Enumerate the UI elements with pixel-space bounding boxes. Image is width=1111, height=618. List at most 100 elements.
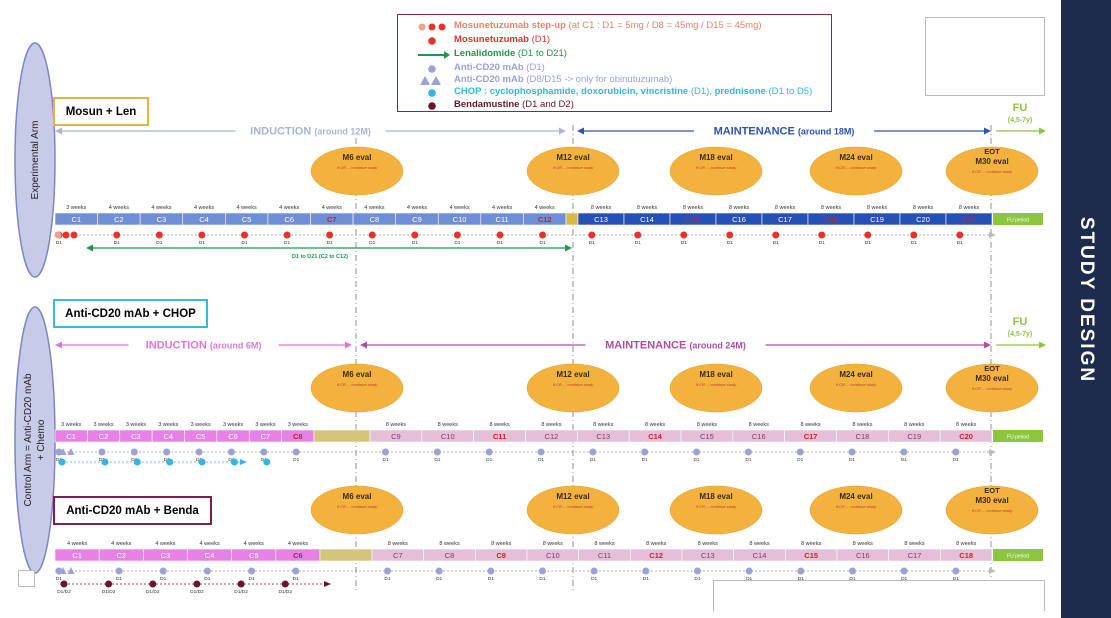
cycle-weeks: 4 weeks (111, 541, 131, 547)
cycle-label: C5 (196, 432, 206, 441)
dose-dot (115, 567, 123, 575)
day-label: D1 (642, 457, 648, 463)
cycle-label: C13 (596, 432, 610, 441)
cycle-label: C7 (261, 432, 271, 441)
banner-title: STUDY DESIGN (1076, 216, 1097, 384)
arm-label-chop: Anti-CD20 mAb + CHOP (53, 299, 208, 328)
dose-dot (292, 448, 300, 456)
eval-title: M30 eval (975, 374, 1008, 383)
dose-dot (283, 231, 291, 239)
eval-ellipse (526, 363, 620, 413)
legend-label: Mosunetuzumab (454, 34, 529, 45)
day-label: D1 (957, 240, 963, 246)
day-label: D1 (798, 576, 804, 582)
eval-ellipse (945, 146, 1039, 196)
cycle-weeks: 4 weeks (155, 541, 175, 547)
cycle-weeks: 4 weeks (449, 205, 469, 211)
cycle-weeks: 4 weeks (199, 541, 219, 547)
dose-dot (537, 448, 545, 456)
transition-cell (313, 429, 371, 443)
cycle-weeks: 3 weeks (223, 422, 243, 428)
cycle-weeks: 4 weeks (67, 541, 87, 547)
dose-dot (818, 231, 826, 239)
arrow-head (577, 127, 584, 135)
chop-dot (263, 458, 271, 466)
day-label: D1 (369, 240, 375, 246)
day-label: D1 (953, 457, 959, 463)
study-design-banner: STUDY DESIGN (1061, 0, 1111, 618)
induction-sub: (around 6M) (210, 341, 262, 351)
eval-title: M18 eval (699, 492, 732, 501)
lavender-triangle-icon (420, 76, 441, 85)
arrow-head (1039, 127, 1046, 135)
cycle-cell (939, 429, 993, 443)
eval-title: M24 eval (839, 492, 872, 501)
dose-dot (680, 231, 688, 239)
maintenance-sub: (around 18M) (798, 127, 855, 137)
cycle-label: C19 (870, 215, 884, 224)
benda-dot (193, 580, 201, 588)
benda-day-label: D1/D2 (278, 589, 292, 595)
dose-dot (590, 567, 598, 575)
dose-dot (797, 567, 805, 575)
day-label: D1 (114, 240, 120, 246)
step-up-dot (62, 231, 70, 239)
arrow-head (989, 449, 996, 455)
cycle-label: C2 (116, 551, 126, 560)
arrow-head (345, 341, 352, 349)
cycle-label: C3 (161, 551, 171, 560)
triangle-marker (67, 567, 75, 574)
dose-dot (848, 448, 856, 456)
cycle-label: C18 (959, 551, 973, 560)
label-bg (694, 123, 874, 138)
step-up-dot (54, 231, 62, 239)
day-label: D1 (116, 576, 122, 582)
maintenance-label: MAINTENANCE (around 18M) (714, 126, 855, 138)
fu-period-label: FU period (1007, 435, 1029, 441)
cycle-weeks: 8 weeks (438, 422, 458, 428)
cycle-weeks: 4 weeks (151, 205, 171, 211)
cycle-weeks: 8 weeks (439, 541, 459, 547)
arrow-head (86, 244, 93, 252)
eval-title: M24 eval (839, 153, 872, 162)
label-bg (235, 123, 386, 138)
cycle-label: C12 (649, 551, 663, 560)
day-label: D1 (156, 240, 162, 246)
cycle-weeks: 8 weeks (541, 422, 561, 428)
legend-label: Anti-CD20 mAb (454, 62, 524, 73)
dose-dot (642, 567, 650, 575)
dose-dot (163, 448, 171, 456)
cycle-weeks: 8 weeks (386, 422, 406, 428)
eval-note: If CR ... continue study (972, 508, 1013, 513)
eval-note: If CR ... continue study (553, 165, 594, 170)
lavender-dot-icon (428, 65, 436, 73)
legend-label: prednisone (711, 86, 766, 97)
fu-period-cell (993, 549, 1043, 561)
legend-detail: (at C1 : D1 = 5mg / D8 = 45mg / D15 = 45… (565, 20, 762, 31)
dose-dot (900, 448, 908, 456)
cycle-weeks: 8 weeks (853, 541, 873, 547)
maintenance-title: MAINTENANCE (714, 126, 798, 138)
lenalidomide-note: D1 to D21 (C2 to C12) (292, 254, 348, 260)
dose-dot (195, 448, 203, 456)
dose-dot (796, 448, 804, 456)
cycle-weeks: 4 weeks (237, 205, 257, 211)
fu-period-cell (993, 213, 1043, 225)
eval-note: If CR ... continue study (836, 382, 877, 387)
triangle-marker (59, 567, 67, 574)
triangle-marker (59, 448, 67, 455)
eval-title: M24 eval (839, 370, 872, 379)
benda-dot (60, 580, 68, 588)
cycle-weeks: 3 weeks (158, 422, 178, 428)
eval-note: If CR ... continue study (696, 165, 737, 170)
cycle-label: C10 (441, 432, 455, 441)
arrow-head (984, 127, 991, 135)
arrow-head (1039, 341, 1046, 349)
cycle-label: C21 (962, 215, 976, 224)
cycle-label: C9 (391, 432, 401, 441)
cycle-label: C10 (546, 551, 560, 560)
day-label: D1 (694, 576, 700, 582)
cycle-cell (940, 548, 993, 562)
day-label: D1 (953, 576, 959, 582)
dose-dot (248, 567, 256, 575)
